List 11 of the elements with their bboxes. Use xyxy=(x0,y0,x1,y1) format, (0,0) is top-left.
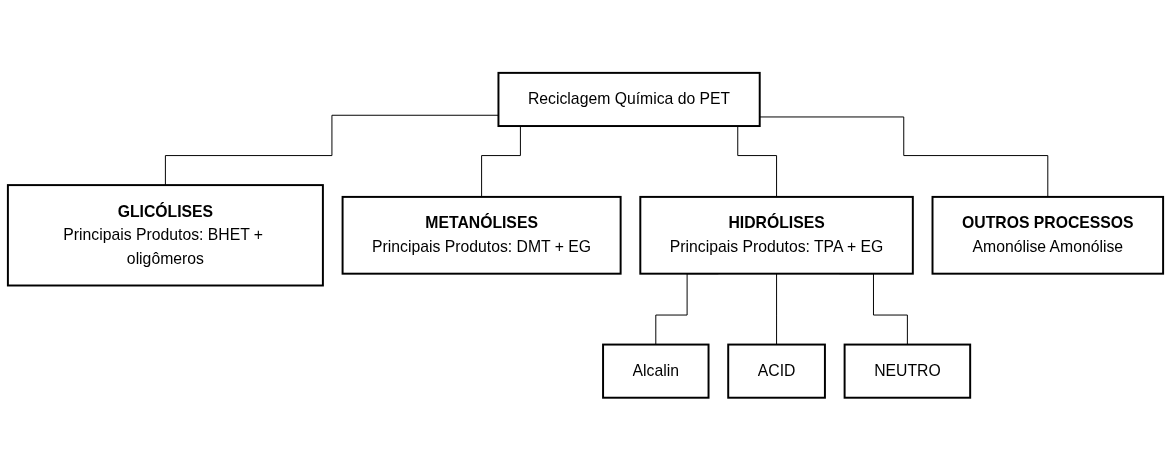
node-box: GLICÓLISES Principais Produtos: BHET + oligômeros xyxy=(6,183,324,287)
node-box: HIDRÓLISES Principais Produtos: TPA + EG xyxy=(639,195,914,275)
node-box: METANÓLISES Principais Produtos: DMT + EG xyxy=(341,195,622,275)
node-box: Alcalin xyxy=(602,343,710,399)
connector xyxy=(776,272,778,345)
connector xyxy=(759,116,1049,198)
node-box: OUTROS PROCESSOS Amonólise Amonólise xyxy=(931,195,1165,275)
node-box: Reciclagem Química do PET xyxy=(497,71,761,127)
connector xyxy=(164,114,499,186)
node-box: ACID xyxy=(727,343,826,399)
node-box: NEUTRO xyxy=(843,343,972,399)
